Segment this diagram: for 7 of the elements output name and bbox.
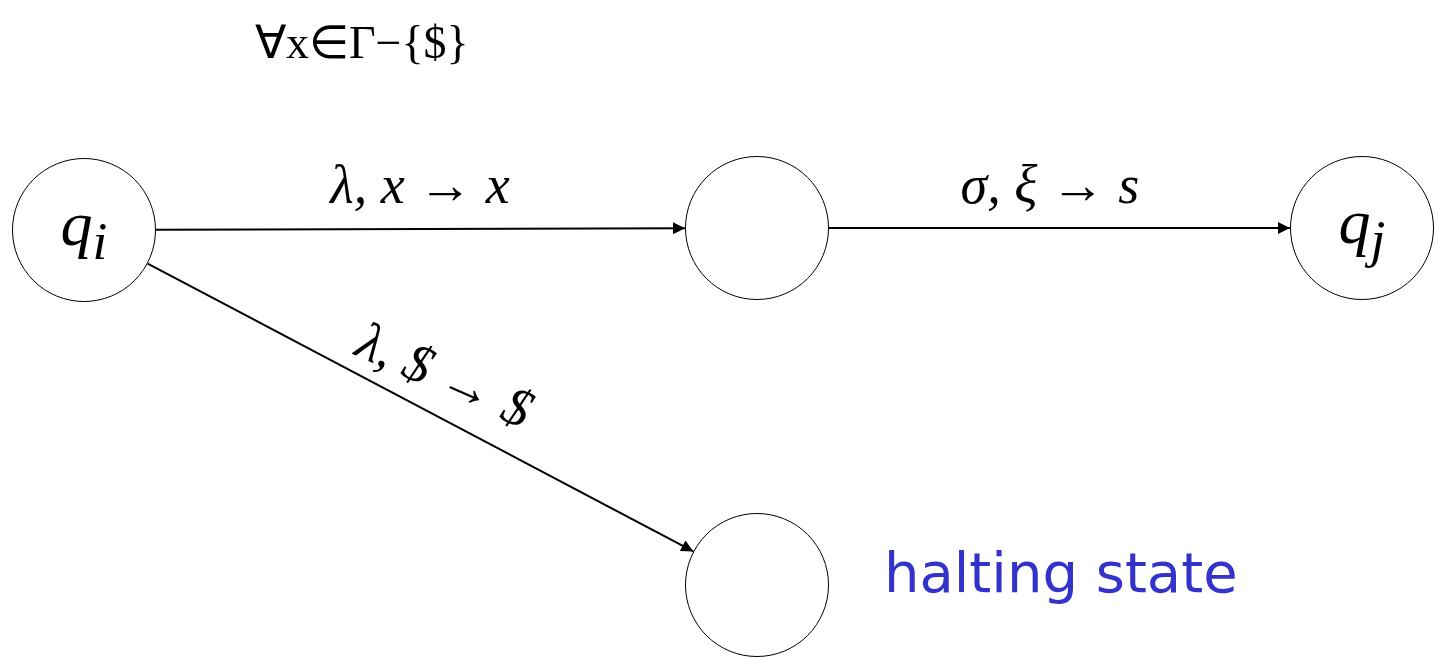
state-name: q$_{j}$ [1338, 189, 1386, 267]
state-name: q$_{i}$ [60, 191, 108, 269]
arrow [155, 222, 686, 235]
arrow [146, 262, 695, 553]
arrow [828, 222, 1291, 234]
edge-label: λ, $ → $ [347, 311, 543, 439]
condition-label: ∀x∈Γ−{$} [255, 20, 469, 66]
